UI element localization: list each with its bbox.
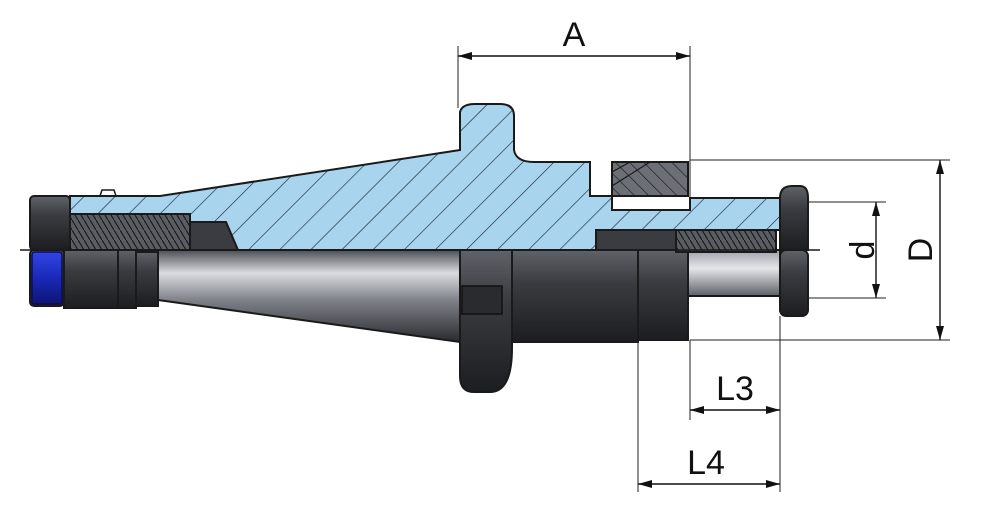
knob-groove xyxy=(117,249,137,309)
dimension-l4: L4 xyxy=(637,342,780,492)
body-step xyxy=(637,249,689,341)
dimension-d-large: D xyxy=(690,159,950,341)
knob-ghost xyxy=(88,189,160,197)
flange-lower xyxy=(459,249,513,393)
label-D: D xyxy=(902,238,940,263)
arbor-nut-top xyxy=(779,185,809,251)
arbor-nut-lower xyxy=(779,249,809,317)
arbor-bore xyxy=(595,229,677,251)
arbor-pilot xyxy=(687,249,781,297)
body-lower xyxy=(511,249,639,343)
section-view xyxy=(29,103,809,253)
flange-slot xyxy=(461,285,503,315)
dimension-a: A xyxy=(457,16,691,198)
dimension-l3: L3 xyxy=(689,316,781,492)
exterior-view xyxy=(29,249,809,393)
knob-thread xyxy=(69,213,191,251)
blue-ring xyxy=(31,251,63,305)
taper-surface xyxy=(157,249,461,344)
drive-key xyxy=(611,161,689,197)
arbor-screw xyxy=(675,229,777,253)
label-l3: L3 xyxy=(716,370,754,408)
dimension-d-small: d xyxy=(808,201,886,299)
label-l4: L4 xyxy=(687,444,725,482)
knob-top xyxy=(29,195,71,251)
knob-collar xyxy=(63,249,121,309)
label-d: d xyxy=(844,241,882,260)
label-a: A xyxy=(563,16,586,54)
knob-shoulder xyxy=(135,251,159,307)
